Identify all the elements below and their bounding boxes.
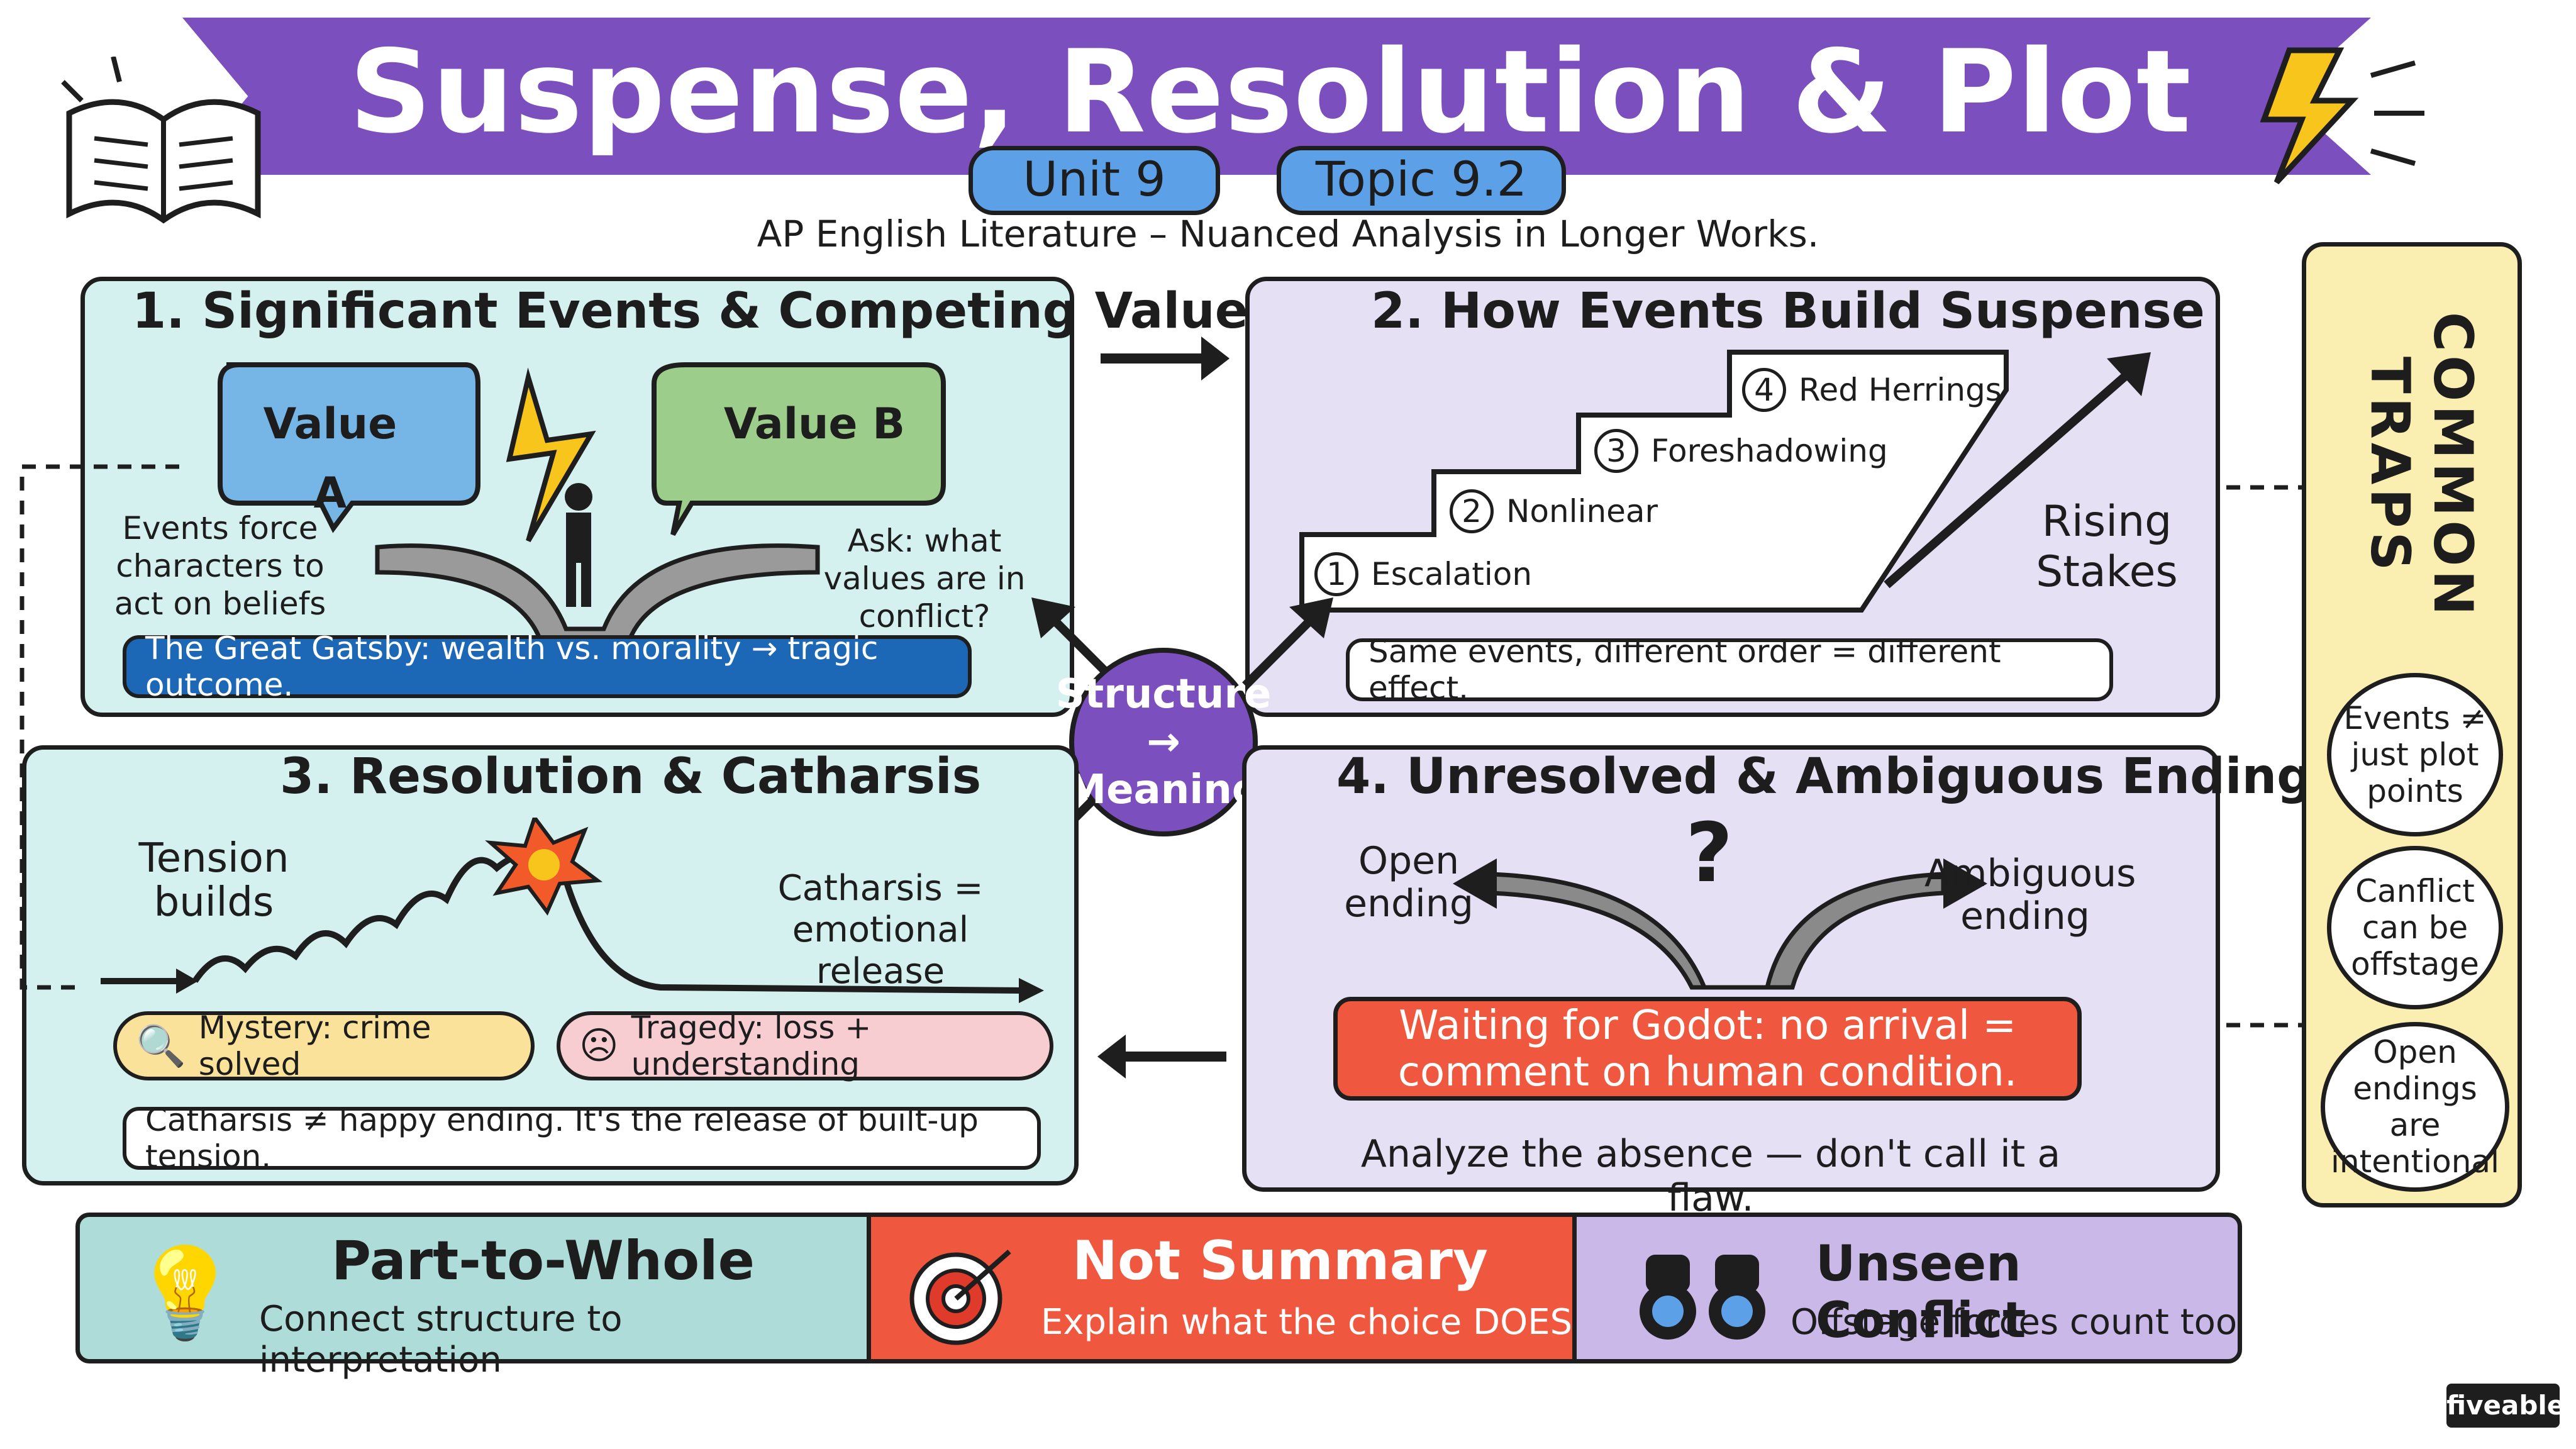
gatsby-example: The Great Gatsby: wealth vs. morality → … [123, 630, 972, 703]
trap-conflict: Canflict can be offstage [2327, 846, 2503, 1009]
footer-text: Explain what the choice DOES [1041, 1302, 1573, 1343]
mystery-example: 🔍Mystery: crime solved [113, 1009, 535, 1082]
brand-logo: fiveable [2446, 1384, 2565, 1428]
rising-stakes-label: Rising Stakes [2036, 497, 2178, 597]
common-traps-title: COMMON TRAPS [2358, 311, 2484, 619]
open-ending-label: Open ending [1344, 839, 1474, 926]
right-note: Ask: what values are in conflict? [823, 523, 1026, 635]
open-book-icon [61, 57, 261, 224]
structure-meaning-hub: Structure → Meaning [1056, 648, 1271, 836]
footer-title: Part-to-Whole [331, 1230, 755, 1292]
tension-curve [101, 818, 1044, 1003]
mask-icon: ☹ [579, 1024, 619, 1068]
footer-text: Connect structure to interpretation [259, 1299, 623, 1380]
panel2-title: 2. How Events Build Suspense [1371, 283, 2205, 340]
footer-part-to-whole: 💡 Part-to-Whole Connect structure to int… [75, 1213, 871, 1380]
absence-note: Analyze the absence — don't call it a fl… [1360, 1132, 2061, 1220]
panel4-title: 4. Unresolved & Ambiguous Endings [1336, 748, 2341, 805]
footer-title: Unseen Conflict [1816, 1236, 2026, 1349]
topic-badge: Topic 9.2 [1277, 146, 1566, 215]
subtitle: AP English Literature – Nuanced Analysis… [757, 213, 1819, 255]
dashed-connector-left [19, 464, 179, 990]
trap-open-endings: Open endings are intentional [2321, 1022, 2509, 1192]
godot-example: Waiting for Godot: no arrival = comment … [1333, 997, 2082, 1101]
left-note: Events force characters to act on belief… [114, 510, 326, 622]
lightning-icon [2260, 47, 2424, 185]
fork-road-illustration [1453, 858, 1987, 990]
arrow-right-icon [1101, 336, 1230, 380]
lightbulb-icon: 💡 [130, 1242, 240, 1345]
panel-ambiguous-endings [1242, 745, 2220, 1192]
catharsis-note: Catharsis ≠ happy ending. It's the relea… [123, 1102, 1041, 1175]
crossroads-illustration [218, 362, 946, 644]
target-icon [909, 1250, 1011, 1345]
panel1-title: 1. Significant Events & Competing Values [132, 283, 1278, 340]
trap-events: Events ≠ just plot points [2327, 673, 2503, 836]
footer-unseen-conflict: Unseen Conflict Offstage forces count to… [1572, 1213, 2242, 1363]
ambiguous-ending-label: Ambiguous ending [1924, 852, 2136, 938]
panel3-title: 3. Resolution & Catharsis [280, 748, 982, 805]
magnifier-icon: 🔍 [136, 1023, 186, 1070]
footer-text: Offstage forces count too [1790, 1302, 2238, 1343]
staircase-illustration [1299, 350, 2151, 613]
catharsis-label: Catharsis = emotional release [777, 868, 984, 992]
arrow-left-icon [1097, 1035, 1226, 1079]
order-note: Same events, different order = different… [1346, 633, 2113, 706]
dashed-connector-right [2226, 485, 2302, 1028]
footer-not-summary: Not Summary Explain what the choice DOES [867, 1213, 1577, 1363]
value-a-label: Value A [263, 399, 397, 518]
title-banner [182, 18, 2371, 175]
footer-title: Not Summary [1072, 1230, 1488, 1292]
binoculars-icon [1640, 1255, 1765, 1340]
tragedy-example: ☹Tragedy: loss + understanding [557, 1009, 1053, 1082]
tension-builds-label: Tension builds [138, 835, 289, 926]
unit-badge: Unit 9 [969, 146, 1220, 215]
value-b-label: Value B [723, 399, 906, 449]
question-mark-icon: ? [1685, 805, 1733, 901]
